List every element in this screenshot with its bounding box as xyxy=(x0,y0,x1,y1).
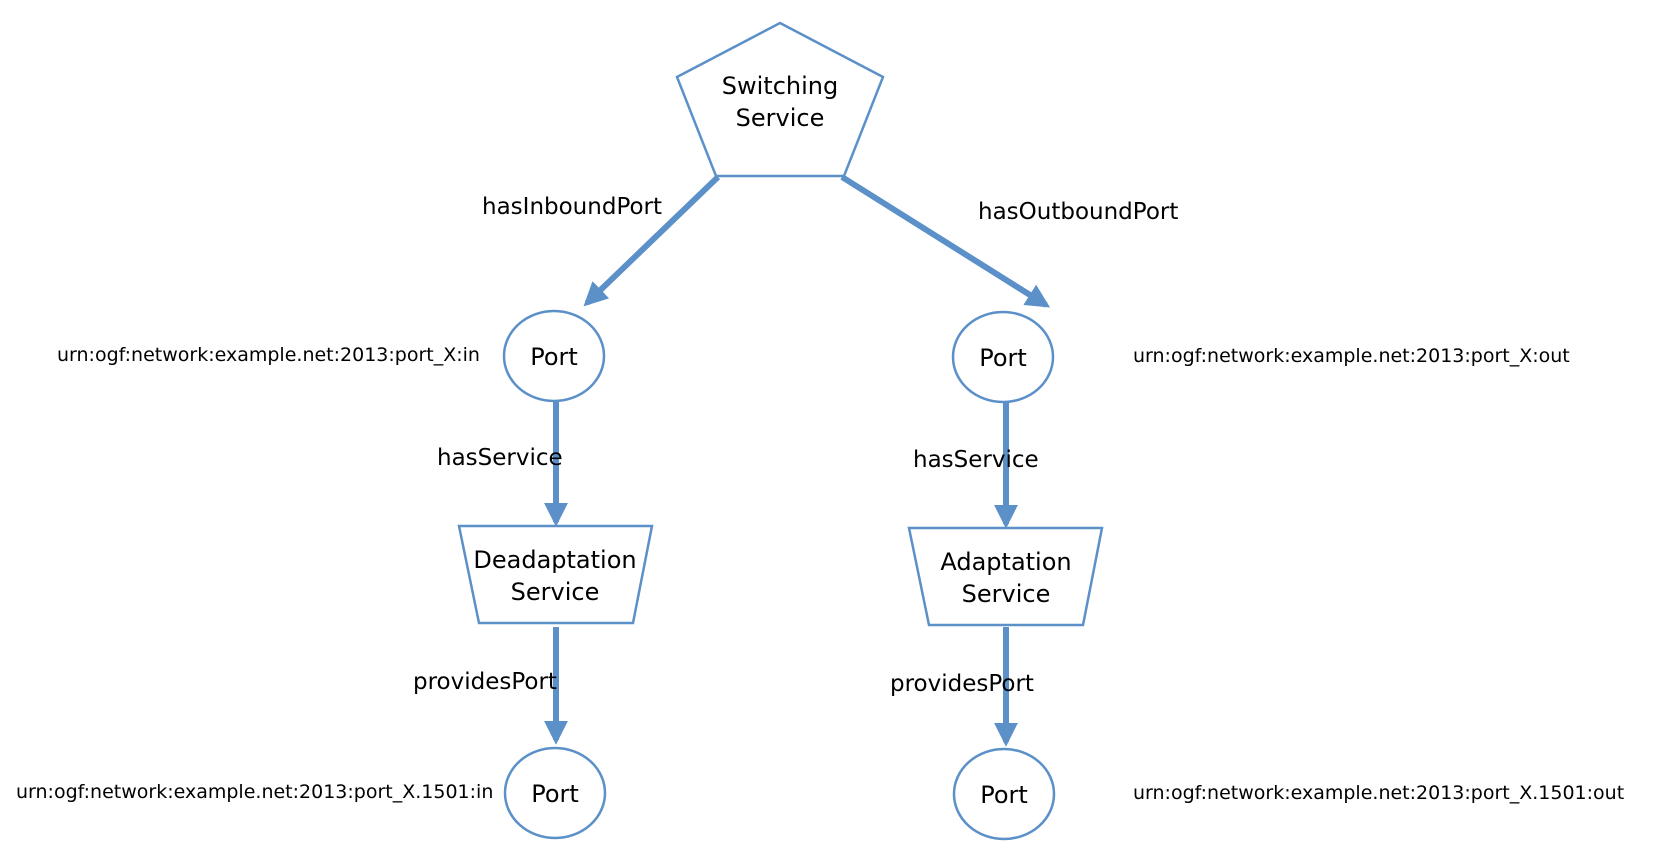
port-out-1501-label: Port xyxy=(980,781,1028,809)
port-out-1501-urn: urn:ogf:network:example.net:2013:port_X.… xyxy=(1133,782,1624,804)
port-out-urn: urn:ogf:network:example.net:2013:port_X:… xyxy=(1133,345,1570,367)
adaptation-service-node xyxy=(907,526,1104,627)
adaptation-service-label-line1: Adaptation xyxy=(940,548,1071,576)
port-in-label: Port xyxy=(530,343,578,371)
port-in-1501-label: Port xyxy=(531,780,579,808)
port-in-1501-urn: urn:ogf:network:example.net:2013:port_X.… xyxy=(16,781,493,803)
switching-service-label-line2: Service xyxy=(736,104,825,132)
port-out-1501-node xyxy=(952,747,1056,841)
edge-labels-group: hasInboundPort hasOutboundPort hasServic… xyxy=(413,194,1178,697)
provides-port-left-label: providesPort xyxy=(413,669,557,695)
provides-port-right-label: providesPort xyxy=(890,671,1034,697)
edge-has-inbound-port xyxy=(583,174,721,307)
edges-group xyxy=(544,174,1051,747)
edge-has-outbound-port xyxy=(840,174,1051,308)
port-out-label: Port xyxy=(979,344,1027,372)
has-service-right-label: hasService xyxy=(913,447,1039,473)
nodes-group: Switching Service Port Port Deadaptation… xyxy=(457,21,1104,841)
deadaptation-service-label-line1: Deadaptation xyxy=(473,546,636,574)
urn-labels-group: urn:ogf:network:example.net:2013:port_X:… xyxy=(16,344,1624,804)
deadaptation-service-node xyxy=(457,524,654,625)
switching-service-label-line1: Switching xyxy=(722,72,838,100)
has-service-left-label: hasService xyxy=(437,445,563,471)
switching-service-node xyxy=(675,21,885,178)
port-in-node xyxy=(502,309,606,403)
adaptation-service-label-line2: Service xyxy=(962,580,1051,608)
port-in-urn: urn:ogf:network:example.net:2013:port_X:… xyxy=(57,344,480,366)
port-in-1501-node xyxy=(503,746,607,840)
deadaptation-service-label-line2: Service xyxy=(511,578,600,606)
has-inbound-port-label: hasInboundPort xyxy=(482,194,662,220)
port-out-node xyxy=(951,310,1055,404)
has-outbound-port-label: hasOutboundPort xyxy=(978,199,1178,225)
